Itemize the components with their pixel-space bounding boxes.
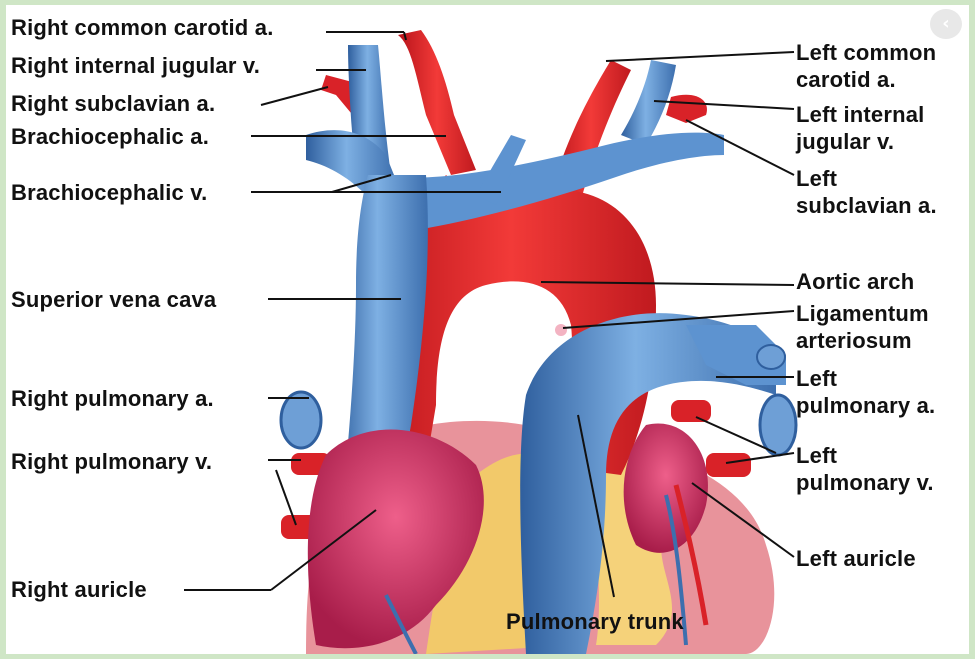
label-right-pulmonary-a: Right pulmonary a. bbox=[11, 386, 214, 411]
left-pulmonary-artery bbox=[686, 325, 786, 385]
diagram-frame: Right common carotid a. Right internal j… bbox=[6, 5, 969, 654]
label-right-subclavian: Right subclavian a. bbox=[11, 91, 216, 116]
label-left-subclavian: Left subclavian a. bbox=[796, 166, 937, 218]
label-ligamentum-arteriosum: Ligamentum arteriosum bbox=[796, 301, 929, 353]
label-left-auricle: Left auricle bbox=[796, 546, 916, 571]
coronary-vessel-right bbox=[384, 594, 418, 654]
label-left-internal-jugular: Left internal jugular v. bbox=[796, 102, 925, 154]
label-pulmonary-trunk: Pulmonary trunk bbox=[506, 609, 684, 634]
coronary-vessel-blue bbox=[664, 494, 688, 646]
right-pulmonary-artery-stub bbox=[279, 390, 323, 450]
label-aortic-arch: Aortic arch bbox=[796, 269, 915, 294]
label-right-common-carotid: Right common carotid a. bbox=[11, 15, 274, 40]
ligamentum-marker bbox=[555, 324, 567, 336]
left-pulmonary-vein-lower bbox=[706, 453, 751, 477]
left-pulmonary-artery-branch bbox=[756, 344, 786, 370]
label-left-pulmonary-v: Left pulmonary v. bbox=[796, 443, 934, 495]
coronary-vessel bbox=[673, 484, 709, 626]
label-right-pulmonary-v: Right pulmonary v. bbox=[11, 449, 213, 474]
right-auricle-shape bbox=[307, 429, 484, 649]
collapse-icon[interactable]: ‹ bbox=[930, 9, 962, 39]
left-pulmonary-artery-end bbox=[758, 393, 798, 457]
right-carotid-artery bbox=[398, 30, 476, 175]
heart-illustration bbox=[184, 30, 798, 654]
label-brachiocephalic-a: Brachiocephalic a. bbox=[11, 124, 210, 149]
label-superior-vena-cava: Superior vena cava bbox=[11, 287, 217, 312]
left-subclavian-artery bbox=[666, 94, 707, 123]
label-brachiocephalic-v: Brachiocephalic v. bbox=[11, 180, 208, 205]
label-right-auricle: Right auricle bbox=[11, 577, 147, 602]
label-left-pulmonary-a: Left pulmonary a. bbox=[796, 366, 936, 418]
left-brachiocephalic-vein bbox=[376, 132, 724, 230]
left-pulmonary-vein-upper bbox=[671, 400, 711, 422]
leader-lines bbox=[184, 31, 795, 598]
label-right-internal-jugular: Right internal jugular v. bbox=[11, 53, 261, 78]
pulmonary-trunk-shape bbox=[520, 313, 776, 654]
thyroid-vein bbox=[476, 135, 526, 205]
left-jugular-vein bbox=[621, 60, 676, 145]
label-left-common-carotid: Left common carotid a. bbox=[796, 40, 937, 92]
